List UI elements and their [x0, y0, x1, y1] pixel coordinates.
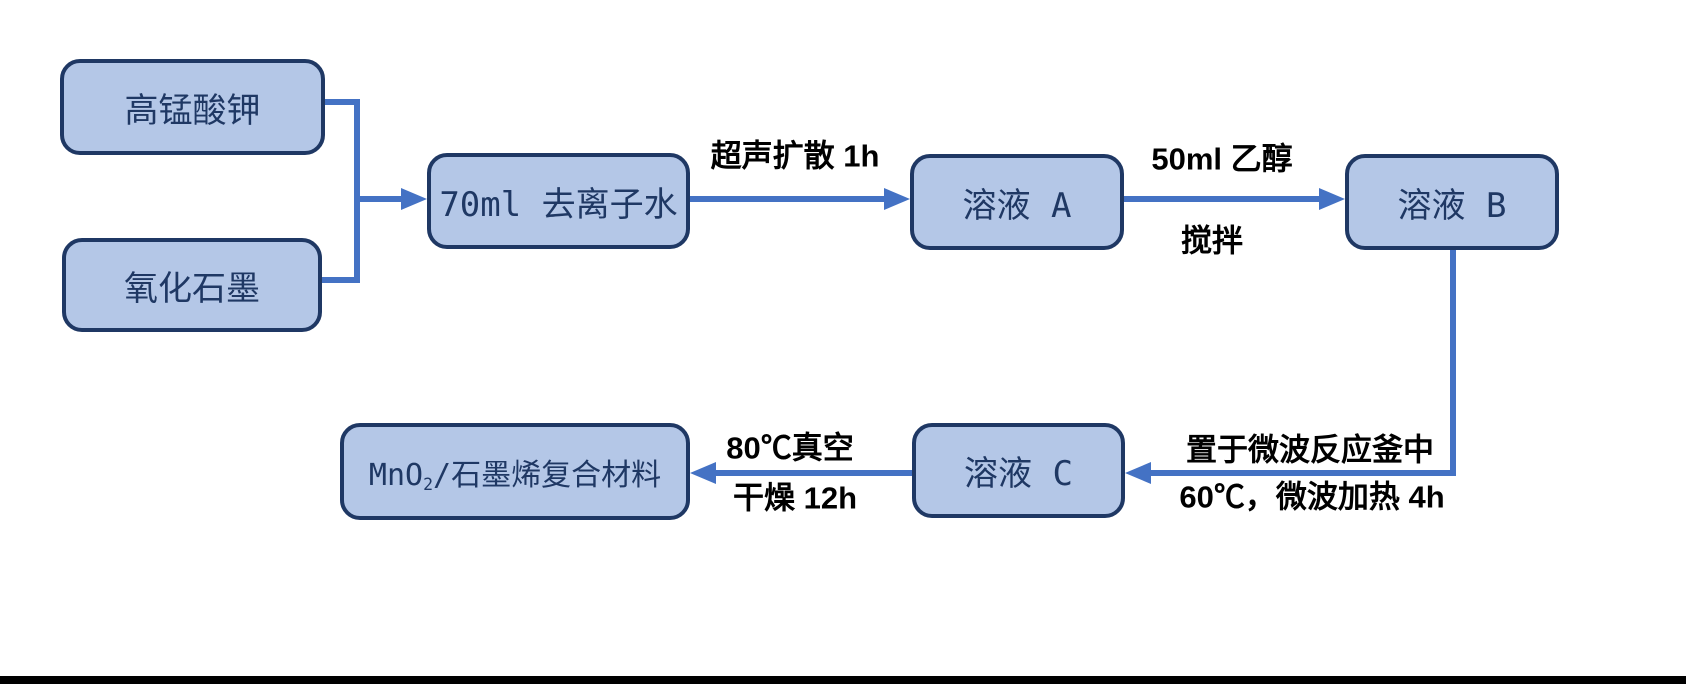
arrow-solution-b-to-c-line [1149, 470, 1456, 476]
flow-node-solution-c: 溶液 C [912, 423, 1125, 518]
arrow-solution-a-to-b-line [1124, 196, 1320, 202]
arrow-water-to-solution-a-head-icon [884, 188, 910, 210]
edge-label-vacuum-line2: 干燥 12h [732, 480, 858, 516]
product-formula-suffix: /石墨烯复合材料 [433, 457, 662, 493]
edge-label-microwave-line2: 60℃，微波加热 4h [1179, 479, 1445, 515]
flow-node-product: MnO2/石墨烯复合材料 [340, 423, 690, 520]
edge-label-ultrasonic: 超声扩散 1h [710, 138, 880, 174]
flow-node-deionized-water: 70ml 去离子水 [427, 153, 690, 249]
flow-node-deionized-water-label: 70ml 去离子水 [439, 184, 678, 225]
edge-label-stir: 搅拌 [1181, 223, 1243, 259]
flow-node-kmno4-label: 高锰酸钾 [124, 90, 261, 131]
flow-node-solution-b-label: 溶液 B [1397, 185, 1507, 226]
flow-node-solution-b: 溶液 B [1345, 154, 1559, 250]
product-formula-subscript: 2 [423, 475, 434, 495]
flow-node-graphite-oxide-label: 氧化石墨 [124, 268, 260, 309]
flow-node-product-label: MnO2/石墨烯复合材料 [368, 450, 662, 495]
flow-node-solution-a: 溶液 A [910, 154, 1124, 250]
arrow-solution-c-to-product-line [714, 470, 912, 476]
arrow-solution-c-to-product-head-icon [690, 462, 716, 484]
edge-label-ethanol: 50ml 乙醇 [1151, 141, 1293, 177]
connector-graphite-branch-line [322, 277, 360, 283]
edge-label-microwave-line1: 置于微波反应釜中 [1186, 432, 1434, 468]
flow-node-graphite-oxide: 氧化石墨 [62, 238, 322, 332]
connector-merge-vertical-line [354, 99, 360, 283]
arrow-merge-to-water-head-icon [401, 188, 427, 210]
arrow-merge-to-water-line [357, 196, 403, 202]
arrow-solution-b-to-c-head-icon [1125, 462, 1151, 484]
flow-node-kmno4: 高锰酸钾 [60, 59, 325, 155]
bottom-border-bar [0, 676, 1686, 684]
flow-node-solution-c-label: 溶液 C [964, 454, 1073, 494]
arrow-solution-a-to-b-head-icon [1319, 188, 1345, 210]
connector-solution-b-down-line [1450, 250, 1456, 476]
edge-label-vacuum-line1: 80℃真空 [726, 430, 854, 466]
flow-node-solution-a-label: 溶液 A [962, 185, 1072, 226]
connector-kmno4-branch-line [325, 99, 360, 105]
arrow-water-to-solution-a-line [690, 196, 885, 202]
product-formula-prefix: MnO [368, 457, 424, 493]
